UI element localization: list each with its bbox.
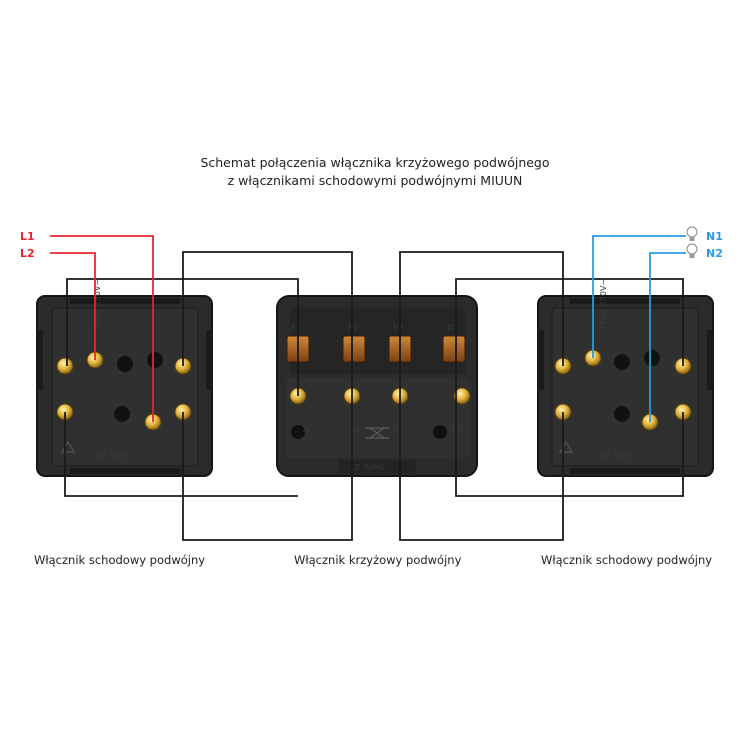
label-n1: N1 — [706, 230, 723, 243]
left-screw-hole — [117, 356, 133, 372]
right-screw-hole — [614, 354, 630, 370]
title-line-1: Schemat połączenia włącznika krzyżowego … — [200, 155, 550, 170]
wire-middle-to-right-outer — [455, 278, 684, 396]
wire-left-to-middle-outer — [182, 251, 353, 396]
lamp-wires — [592, 235, 686, 422]
right-screw-hole — [614, 406, 630, 422]
right-screw-hole — [644, 350, 660, 366]
bulb-icon — [686, 226, 698, 241]
caption-left: Włącznik schodowy podwójny — [34, 553, 206, 567]
wire-n1 — [592, 235, 686, 358]
caption-right: Włącznik schodowy podwójny — [541, 553, 713, 567]
middle-bottom-label-1: A — [303, 425, 309, 434]
wire-left-to-middle-lower — [64, 412, 298, 497]
wire-middle-to-right-upper — [399, 251, 564, 396]
left-rating-text: 10AX 250V~ — [93, 279, 102, 330]
right-rating-text: 10AX 250V~ — [599, 279, 608, 330]
left-screw-hole — [147, 352, 163, 368]
wire-l1 — [50, 235, 154, 422]
left-screw-hole — [114, 406, 130, 422]
middle-bottom-label-2: L2 — [352, 425, 362, 434]
title-line-2: z włącznikami schodowymi podwójnymi MIUU… — [227, 173, 523, 188]
middle-terminal — [453, 387, 471, 405]
label-n2: N2 — [706, 247, 723, 260]
diagram-title: Schemat połączenia włącznika krzyżowego … — [0, 154, 750, 190]
phase-wires — [50, 235, 154, 422]
left-terminal — [56, 357, 74, 375]
middle-bottom-label-3: B — [394, 425, 400, 434]
caption-middle: Włącznik krzyżowy podwójny — [294, 553, 462, 567]
middle-cross-switch: E1 A1 E3 B1 A L2 B L2 CE RoHS — [276, 295, 478, 477]
middle-marks-text: CE RoHS — [350, 463, 384, 472]
middle-top-label-4: B1 — [447, 323, 458, 332]
right-marks-text: CE RoHS — [600, 451, 634, 460]
bulb-icon — [686, 243, 698, 258]
wire-middle-to-right-lower — [455, 396, 684, 497]
interconnect-wires — [64, 251, 684, 541]
label-l1: L1 — [20, 230, 35, 243]
left-staircase-switch: 10AX 250V~ CE RoHS — [36, 279, 213, 477]
middle-top-label-3: E3 — [393, 323, 403, 332]
label-l2: L2 — [20, 247, 35, 260]
wire-left-to-middle-bottom — [182, 396, 353, 541]
right-staircase-switch: 10AX 250V~ CE RoHS — [537, 279, 714, 477]
cross-switch-symbol — [365, 427, 389, 439]
middle-top-label-1: E1 — [291, 323, 301, 332]
wire-l2 — [50, 252, 96, 360]
wire-n2 — [649, 252, 686, 422]
wire-middle-to-right-bottom — [399, 396, 564, 541]
left-marks-text: CE RoHS — [96, 451, 130, 460]
